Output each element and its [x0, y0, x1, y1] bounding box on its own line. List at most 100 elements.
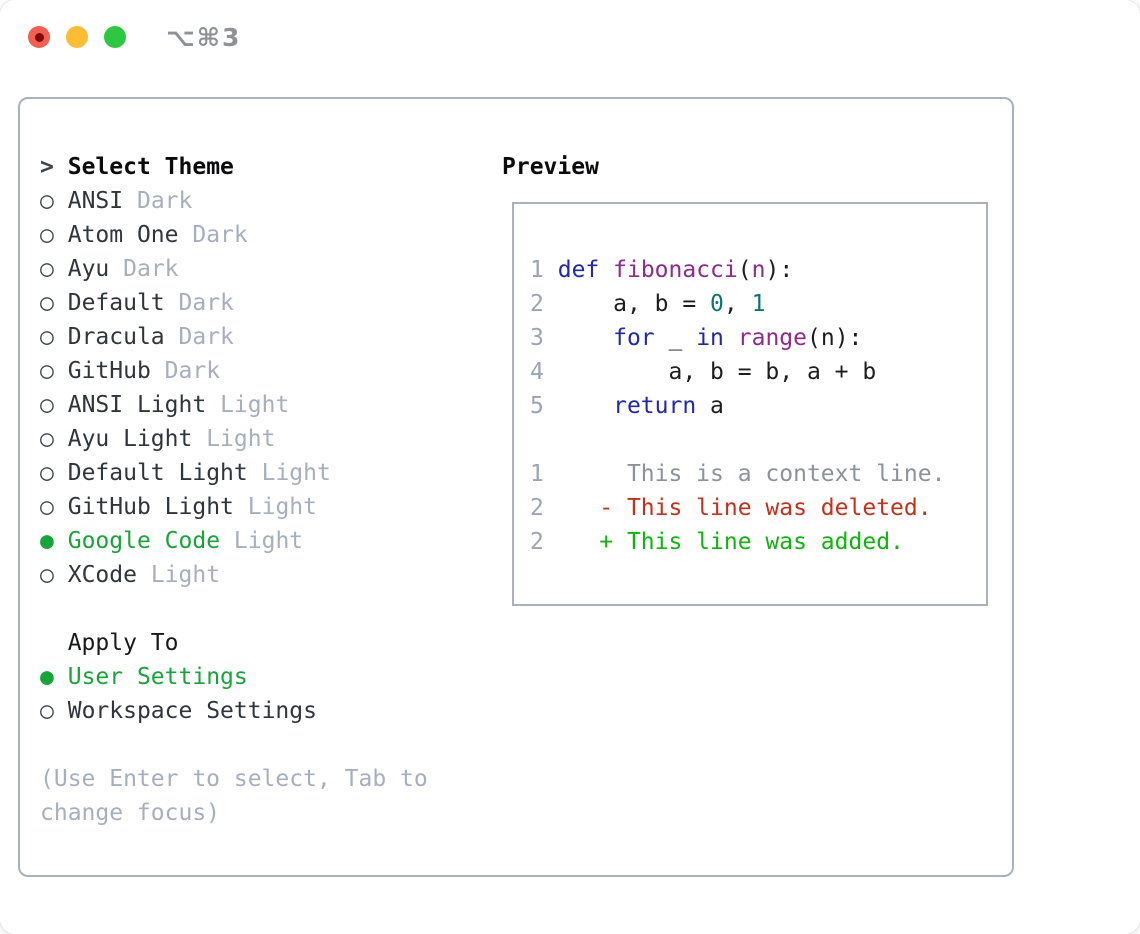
- apply-option-label: User Settings: [67, 664, 248, 690]
- theme-name: ANSI Light: [67, 392, 207, 418]
- theme-variant: Light: [220, 392, 290, 418]
- preview-line-3: 3 for _ in range(n):: [530, 321, 986, 355]
- preview-line-6: [530, 423, 986, 457]
- close-button[interactable]: [28, 26, 50, 48]
- code-segment-pln: [724, 325, 738, 351]
- code-segment-fn: n: [751, 257, 766, 283]
- preview-line-2: 2 a, b = 0, 1: [530, 287, 986, 321]
- radio-unselected-icon: ○: [40, 358, 54, 384]
- minimize-button[interactable]: [66, 26, 88, 48]
- keyboard-hint: (Use Enter to select, Tab to change focu…: [40, 766, 428, 826]
- apply-option-label: Workspace Settings: [67, 698, 317, 724]
- theme-variant: Light: [150, 562, 221, 588]
- theme-option-github-dark[interactable]: ○ GitHub Dark: [40, 354, 480, 388]
- theme-option-default-light-light[interactable]: ○ Default Light Light: [40, 456, 480, 490]
- spacer: [40, 592, 480, 626]
- theme-option-ansi-dark[interactable]: ○ ANSI Dark: [40, 184, 480, 218]
- theme-selector: > Select Theme ○ ANSI Dark○ Atom One Dar…: [40, 150, 480, 830]
- code-segment-pln: a, b = b, a + b: [543, 359, 877, 385]
- theme-option-github-light-light[interactable]: ○ GitHub Light Light: [40, 490, 480, 524]
- line-number: 1: [530, 257, 544, 283]
- theme-name: GitHub: [67, 358, 151, 384]
- focus-caret-icon: >: [40, 154, 54, 180]
- theme-option-default-dark[interactable]: ○ Default Dark: [40, 286, 480, 320]
- theme-variant: Light: [247, 494, 317, 520]
- code-segment-pln: _: [654, 325, 697, 351]
- preview-line-8: 2 - This line was deleted.: [530, 491, 986, 525]
- radio-unselected-icon: ○: [40, 562, 54, 588]
- select-theme-label: Select Theme: [67, 154, 234, 180]
- theme-name: Atom One: [67, 222, 179, 248]
- theme-variant: Light: [233, 528, 304, 554]
- theme-option-google-code-light[interactable]: ● Google Code Light: [40, 524, 480, 558]
- radio-selected-icon: ●: [40, 664, 54, 690]
- code-segment-pln: [599, 257, 613, 283]
- radio-unselected-icon: ○: [40, 290, 54, 316]
- radio-unselected-icon: ○: [40, 188, 54, 214]
- theme-name: ANSI: [67, 188, 124, 214]
- theme-option-dracula-dark[interactable]: ○ Dracula Dark: [40, 320, 480, 354]
- spacer: [40, 728, 480, 762]
- radio-unselected-icon: ○: [40, 222, 54, 248]
- theme-variant: Dark: [136, 188, 193, 214]
- code-segment-lit: 1: [751, 291, 766, 317]
- theme-name: Ayu: [67, 256, 110, 282]
- theme-variant: Dark: [178, 324, 234, 350]
- code-segment-pln: (n):: [807, 325, 863, 351]
- apply-to-header: Apply To: [40, 626, 480, 660]
- theme-name: Google Code: [67, 528, 221, 554]
- code-segment-add: + This line was added.: [543, 529, 904, 555]
- code-segment-pln: [544, 325, 613, 351]
- line-number: 2: [530, 495, 544, 521]
- theme-option-ansi-light-light[interactable]: ○ ANSI Light Light: [40, 388, 480, 422]
- apply-to-options: ● User Settings○ Workspace Settings: [40, 660, 480, 728]
- code-segment-pln: ,: [723, 291, 752, 317]
- preview-line-4: 4 a, b = b, a + b: [530, 355, 986, 389]
- theme-variant: Dark: [192, 222, 248, 248]
- line-number: 4: [530, 359, 544, 385]
- theme-variant: Dark: [123, 256, 179, 282]
- zoom-button[interactable]: [104, 26, 126, 48]
- radio-unselected-icon: ○: [40, 324, 54, 350]
- theme-variant: Light: [261, 460, 331, 486]
- preview-header: Preview: [502, 154, 599, 180]
- theme-name: Ayu Light: [67, 426, 193, 452]
- theme-option-xcode-light[interactable]: ○ XCode Light: [40, 558, 480, 592]
- radio-unselected-icon: ○: [40, 460, 54, 486]
- code-segment-ctx: This is a context line.: [543, 461, 946, 487]
- radio-selected-icon: ●: [40, 528, 54, 554]
- code-segment-pln: ):: [765, 257, 794, 283]
- code-segment-kw: def: [557, 257, 600, 283]
- code-segment-pln: [544, 257, 558, 283]
- apply-to-label: Apply To: [67, 630, 179, 656]
- window-title: ⌥⌘3: [166, 22, 242, 52]
- apply-option-workspace-settings[interactable]: ○ Workspace Settings: [40, 694, 480, 728]
- radio-unselected-icon: ○: [40, 698, 54, 724]
- code-segment-pln: a: [696, 393, 724, 419]
- theme-name: Default Light: [67, 460, 248, 486]
- theme-option-ayu-dark[interactable]: ○ Ayu Dark: [40, 252, 480, 286]
- apply-option-user-settings[interactable]: ● User Settings: [40, 660, 480, 694]
- preview-line-5: 5 return a: [530, 389, 986, 423]
- line-number: 5: [530, 393, 544, 419]
- theme-option-atom-one-dark[interactable]: ○ Atom One Dark: [40, 218, 480, 252]
- theme-name: Default: [67, 290, 165, 316]
- line-number: 2: [530, 291, 544, 317]
- preview-line-9: 2 + This line was added.: [530, 525, 986, 559]
- code-segment-fn: range: [737, 325, 808, 351]
- code-segment-lit: 0: [710, 291, 724, 317]
- radio-unselected-icon: ○: [40, 494, 54, 520]
- code-segment-pln: (: [737, 257, 752, 283]
- radio-unselected-icon: ○: [40, 392, 54, 418]
- code-segment-pln: [544, 393, 613, 419]
- theme-name: XCode: [67, 562, 137, 588]
- preview-line-7: 1 This is a context line.: [530, 457, 986, 491]
- theme-dialog: > Select Theme ○ ANSI Dark○ Atom One Dar…: [18, 97, 1014, 877]
- theme-option-ayu-light-light[interactable]: ○ Ayu Light Light: [40, 422, 480, 456]
- radio-unselected-icon: ○: [40, 256, 54, 282]
- code-segment-kw: return: [613, 393, 697, 419]
- radio-unselected-icon: ○: [40, 426, 54, 452]
